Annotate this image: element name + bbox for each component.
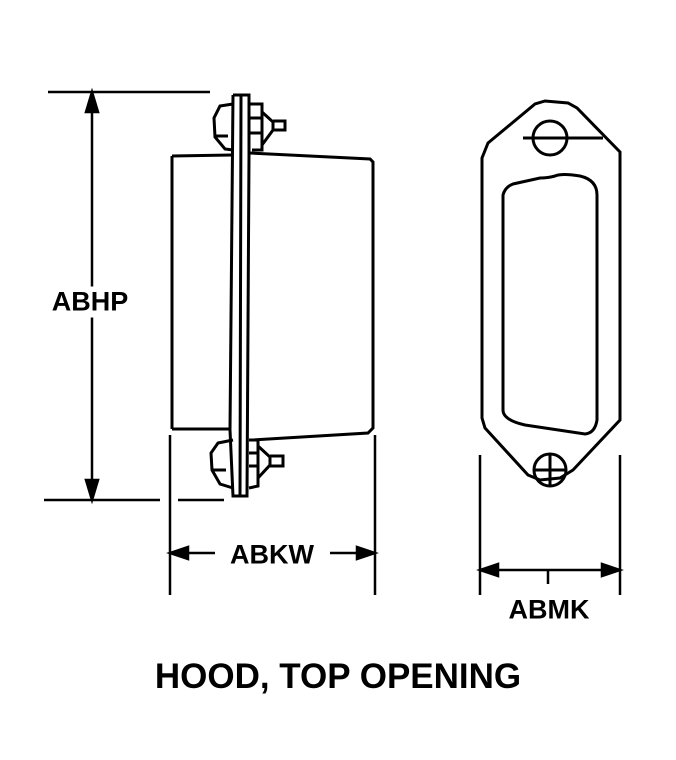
dimension-label-abhp: ABHP — [51, 286, 129, 318]
connector-opening — [501, 173, 599, 436]
top-screw — [212, 102, 287, 152]
flange — [228, 93, 251, 498]
hood-body — [171, 151, 375, 442]
gasket-outline — [480, 99, 622, 482]
dimension-label-abmk: ABMK — [508, 594, 590, 626]
side-view — [170, 93, 375, 498]
front-view — [480, 99, 622, 488]
bottom-screw — [209, 438, 285, 490]
diagram-title: HOOD, TOP OPENING — [154, 657, 522, 697]
dimension-label-abkw: ABKW — [226, 539, 318, 571]
dimension-lines — [44, 87, 624, 595]
